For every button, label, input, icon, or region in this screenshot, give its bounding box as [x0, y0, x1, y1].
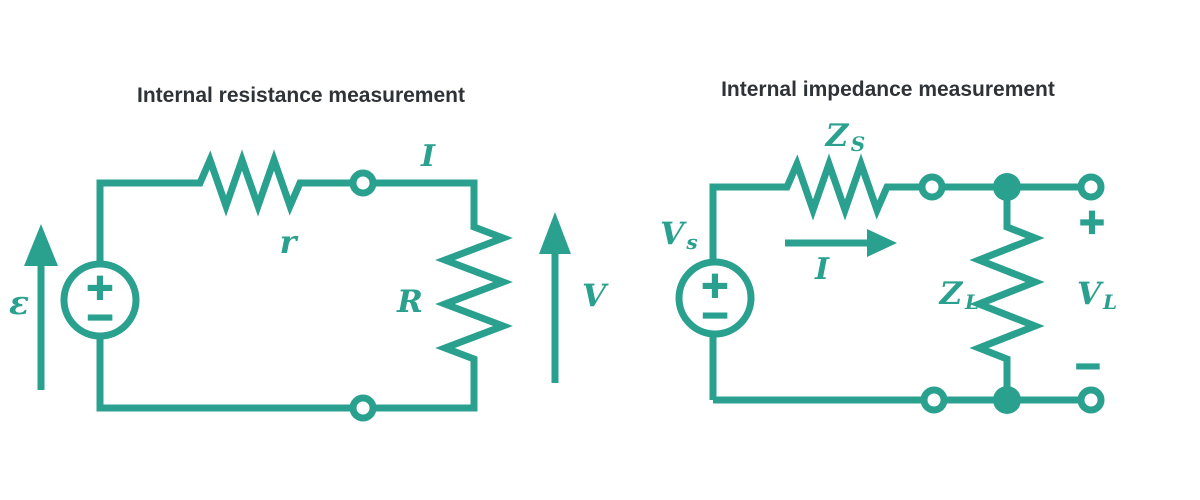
source-icon — [675, 258, 755, 338]
emf-arrow-icon — [24, 224, 58, 390]
svg-text:s: s — [685, 230, 697, 254]
load-impedance-label: Z L — [938, 276, 979, 314]
junction-dot-bottom-icon — [993, 386, 1021, 414]
left-circuit-wire — [96, 149, 513, 412]
svg-text:Z: Z — [938, 276, 964, 312]
emf-source-minus-marker: − — [85, 297, 115, 338]
left-circuit: Internal resistance measurement + − ε r … — [9, 84, 609, 422]
svg-text:L: L — [1102, 290, 1117, 314]
internal-resistance-label: r — [280, 223, 299, 261]
current-arrow-icon — [785, 229, 897, 257]
port-bottom-icon — [1077, 386, 1105, 414]
right-circuit-title: Internal impedance measurement — [721, 78, 1055, 101]
left-circuit-title: Internal resistance measurement — [137, 84, 465, 107]
load-impedance-wire — [969, 187, 1045, 400]
terminal-mid-bottom-icon — [920, 386, 948, 414]
port-minus-marker: − — [1074, 346, 1103, 386]
source-voltage-label: V s — [660, 216, 698, 254]
emf-source-icon — [60, 260, 140, 340]
current-label: I — [814, 252, 830, 287]
terminal-bottom-icon — [349, 394, 377, 422]
source-plus-marker: + — [700, 265, 730, 306]
source-impedance-label: Z S — [824, 118, 866, 156]
emf-source-plus-marker: + — [85, 267, 115, 308]
svg-text:L: L — [964, 290, 979, 314]
port-top-icon — [1077, 173, 1105, 201]
port-plus-marker: + — [1078, 202, 1107, 242]
terminal-top-icon — [349, 169, 377, 197]
load-voltage-label: V L — [1077, 276, 1117, 314]
svg-text:Z: Z — [824, 118, 850, 154]
source-minus-marker: − — [700, 295, 730, 336]
load-resistance-label: R — [396, 284, 423, 320]
svg-text:S: S — [851, 132, 865, 156]
svg-text:V: V — [660, 216, 687, 252]
terminal-mid-top-icon — [918, 173, 946, 201]
terminal-voltage-label: V — [582, 278, 609, 314]
right-circuit: Internal impedance measurement + − Z S V… — [660, 78, 1117, 414]
junction-dot-top-icon — [993, 173, 1021, 201]
current-label: I — [420, 139, 436, 174]
right-circuit-wire — [709, 153, 1091, 404]
emf-label: ε — [9, 283, 29, 322]
voltage-arrow-icon — [539, 212, 571, 383]
svg-text:V: V — [1077, 276, 1104, 312]
